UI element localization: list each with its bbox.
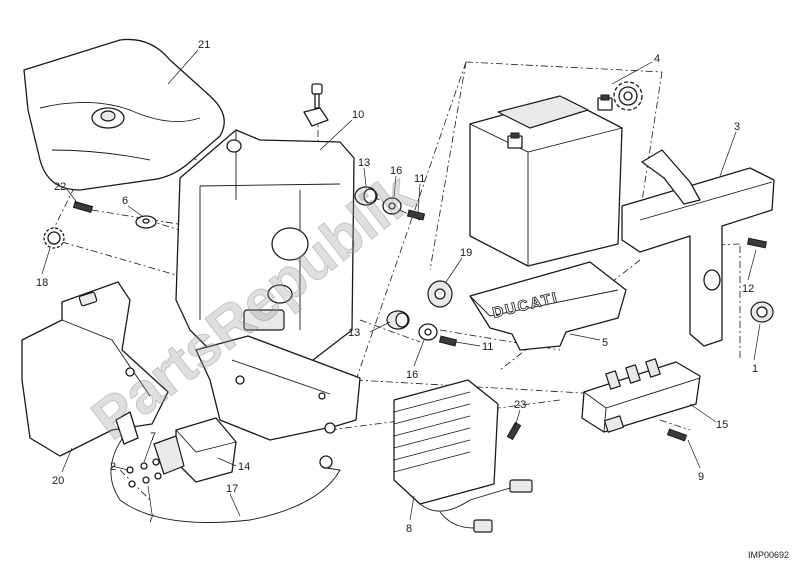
callout-2: 2: [110, 461, 116, 473]
callout-14: 14: [238, 461, 250, 473]
part-18-gear: [43, 227, 65, 249]
part-20-heat-shield: [21, 281, 169, 457]
callout-3: 3: [734, 121, 740, 133]
callout-15: 15: [716, 419, 728, 431]
part-screw-top: [303, 83, 329, 127]
callout-11-lower: 11: [482, 341, 493, 353]
callout-10: 10: [352, 109, 364, 121]
callout-22: 22: [54, 181, 66, 193]
callout-6: 6: [122, 195, 128, 207]
part-4-battery: [469, 94, 623, 267]
callout-18: 18: [36, 277, 48, 289]
callout-16-upper: 16: [390, 165, 402, 177]
callout-13-upper: 13: [358, 157, 370, 169]
part-14-relay: [153, 417, 237, 483]
drawing-code: IMP00692: [748, 550, 789, 560]
callout-20: 20: [52, 475, 64, 487]
callout-leaders: [41, 49, 761, 521]
part-3-t-bracket: [621, 149, 775, 347]
callout-7-lower: 7: [148, 513, 154, 525]
part-15-fuse-box: [581, 358, 701, 433]
callout-13-lower: 13: [348, 327, 360, 339]
callout-8: 8: [406, 523, 412, 535]
part-10-battery-box: [175, 129, 355, 373]
callout-7-upper: 7: [150, 431, 156, 443]
small-hardware: [72, 186, 774, 442]
callout-23: 23: [514, 399, 526, 411]
callout-21: 21: [198, 39, 210, 51]
callout-12: 12: [742, 283, 754, 295]
callout-11-upper: 11: [414, 173, 425, 185]
callout-17: 17: [226, 483, 238, 495]
callout-4: 4: [654, 53, 660, 65]
callout-5: 5: [602, 337, 608, 349]
gear-icon: [613, 81, 643, 111]
callout-19: 19: [460, 247, 472, 259]
callout-1: 1: [752, 363, 758, 375]
callout-16-lower: 16: [406, 369, 418, 381]
part-17-cable: [110, 411, 341, 523]
part-5-ducati-pad: DUCATI: [469, 261, 627, 351]
lower-support-bracket: [195, 335, 361, 441]
part-8-regulator: [393, 379, 533, 533]
callout-9: 9: [698, 471, 704, 483]
callout-numbers: 21 10 4 3 22 6 13 16 11 19 18 12 5 13 16…: [36, 39, 758, 535]
